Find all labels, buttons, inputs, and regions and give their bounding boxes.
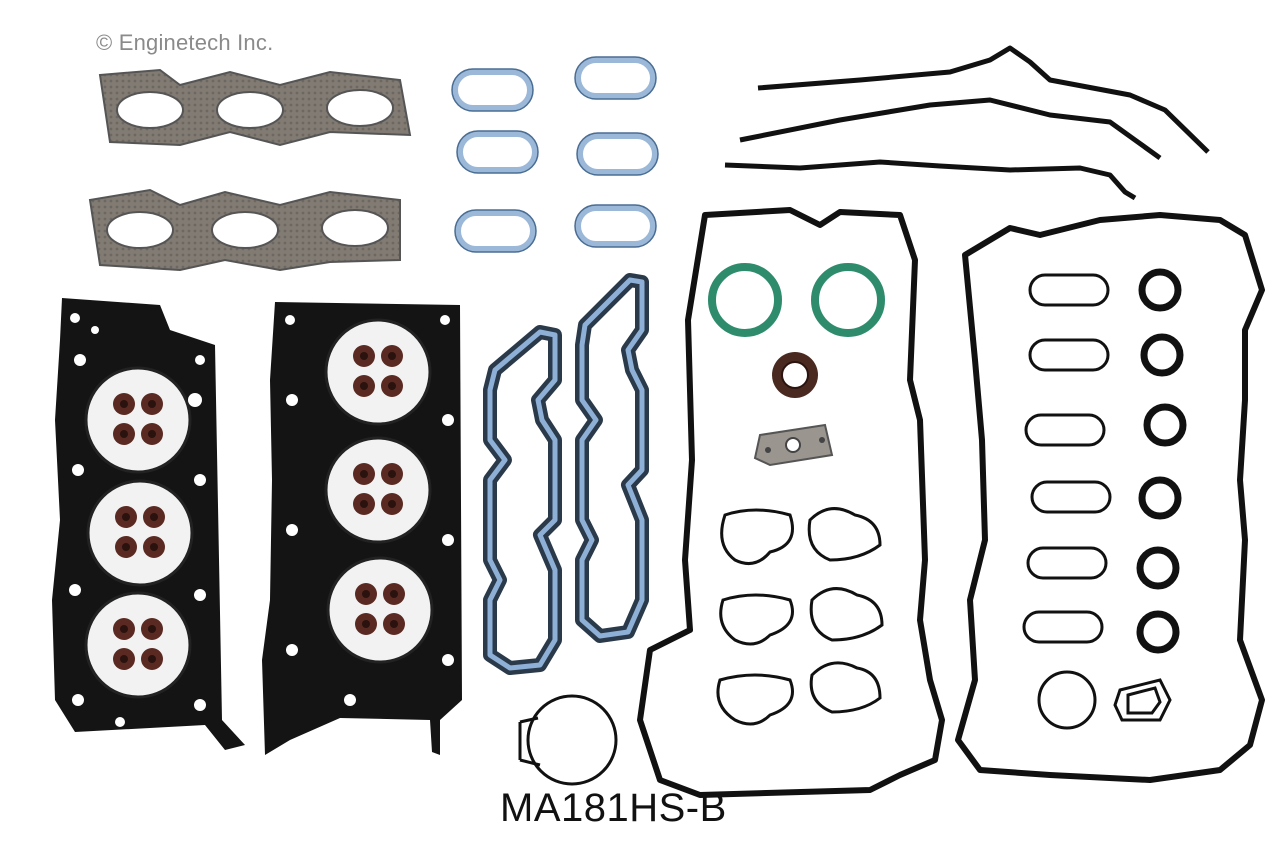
valve-cover-gasket-right — [955, 212, 1265, 783]
cover-bolt-seals-left — [716, 507, 884, 726]
round-seals-right — [1136, 268, 1187, 654]
spark-plug-tube-seals — [1022, 273, 1112, 644]
exhaust-manifold-gasket-top — [98, 68, 412, 147]
intake-manifold-gasket-right — [575, 273, 649, 643]
intake-manifold-gasket-left — [483, 325, 562, 675]
timing-cover-seals — [724, 45, 1210, 201]
thermostat-gasket — [518, 694, 618, 786]
cylinder-head-gasket-left — [52, 298, 245, 750]
small-o-ring-and-bracket-seal — [1037, 670, 1172, 730]
part-number-label: MA181HS-B — [500, 786, 727, 830]
crankshaft-seal — [772, 352, 818, 398]
cylinder-head-gasket-right — [262, 302, 462, 755]
intake-port-seals — [452, 57, 658, 252]
valve-cover-gasket-left — [637, 207, 945, 798]
metal-plate-gasket — [753, 423, 834, 467]
copyright-text: © Enginetech Inc. — [96, 30, 274, 55]
green-o-rings — [708, 263, 885, 337]
exhaust-manifold-gasket-bottom — [88, 188, 401, 272]
